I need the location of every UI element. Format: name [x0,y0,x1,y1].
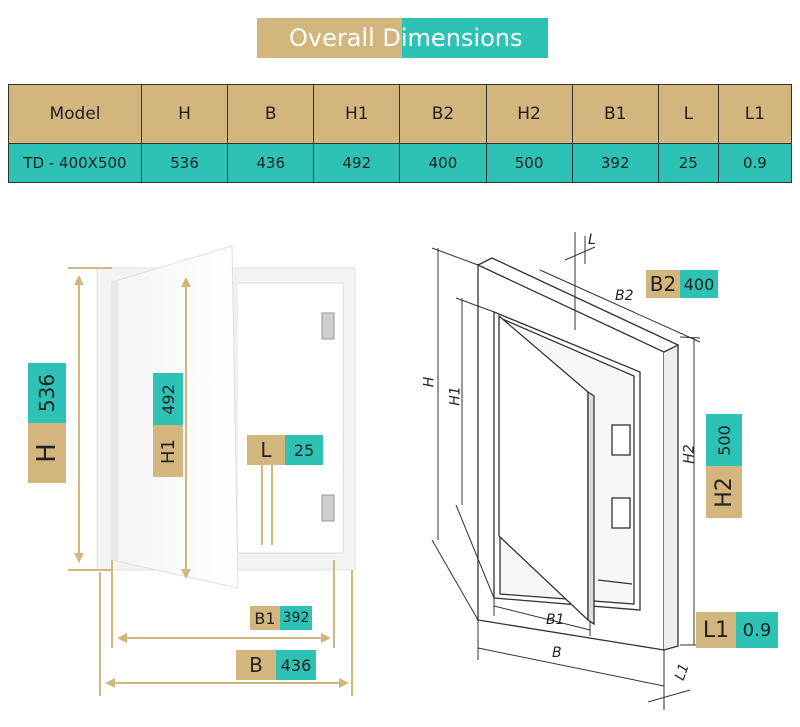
drawing-label-b1: B1 [546,612,565,628]
label-h: H 536 [28,363,66,483]
header-cell: B1 [571,84,659,144]
dimensions-table: Model H B H1 B2 H2 B1 L L1 TD - 400X500 … [8,84,793,183]
header-cell: L1 [717,84,793,144]
label-h2-value: 500 [714,424,734,456]
title-gold-block [257,18,402,58]
left-dimension-lines [68,267,353,696]
right-technical-drawing [477,257,679,651]
label-h2: H2 500 [706,414,742,518]
label-b1-key: B1 [250,606,280,630]
drawing-label-h: H [421,376,438,388]
drawing-label-b2: B2 [615,288,634,304]
header-cell: H2 [485,84,573,144]
label-l-value: 25 [285,435,323,465]
label-b2-key: B2 [646,270,680,298]
table-row: TD - 400X500 536 436 492 400 500 392 25 … [8,143,793,183]
table-cell: 0.9 [717,143,793,183]
title-teal-block [402,18,548,58]
label-l-key: L [247,435,285,465]
label-l1-value: 0.9 [736,612,778,648]
label-l: L 25 [247,435,323,465]
drawing-label-h1: H1 [447,386,464,406]
label-b-value: 436 [276,650,316,680]
label-b1-value: 392 [280,606,312,630]
title-banner [257,18,548,58]
table-cell: 536 [140,143,229,183]
table-cell: TD - 400X500 [8,143,142,183]
label-b2-value: 400 [680,270,718,298]
table-cell: 25 [657,143,719,183]
drawing-label-b: B [552,645,562,661]
table-cell: 436 [227,143,315,183]
table-header-row: Model H B H1 B2 H2 B1 L L1 [8,84,793,144]
table-cell: 500 [485,143,573,183]
left-hatch-photo [96,245,356,589]
page-title: Overall Dimensions [289,24,523,52]
label-h1-value: 492 [158,383,178,415]
table-cell: 400 [399,143,487,183]
label-b-key: B [236,650,276,680]
label-h-key: H [32,443,62,463]
label-l1: L1 0.9 [696,612,778,648]
label-b: B 436 [236,650,316,680]
label-h2-key: H2 [711,476,737,508]
table-cell: 492 [313,143,401,183]
table-cell: 392 [571,143,659,183]
drawing-label-h2: H2 [681,444,698,464]
label-b1: B1 392 [250,606,312,630]
drawing-label-l: L [588,232,596,248]
header-cell: B2 [399,84,487,144]
label-h-value: 536 [35,373,59,413]
label-h1-key: H1 [157,438,179,464]
label-b2: B2 400 [646,270,718,298]
label-l1-key: L1 [696,612,736,648]
label-h1: H1 492 [153,373,183,477]
header-cell: H1 [313,84,401,144]
